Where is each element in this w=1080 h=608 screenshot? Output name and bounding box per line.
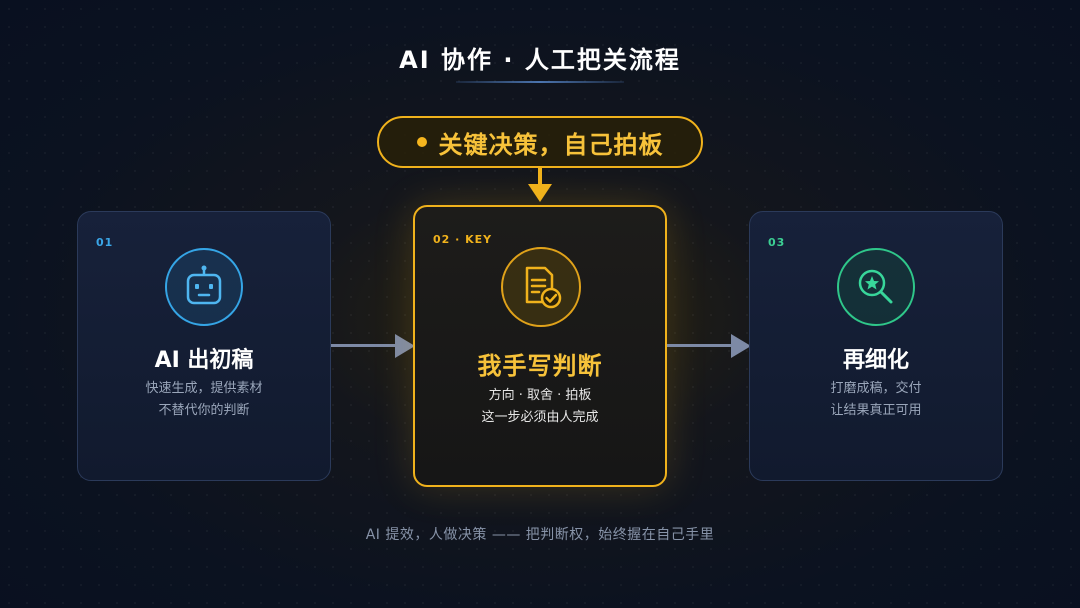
step-card-ai-draft: 01 AI 出初稿 快速生成，提供素材 不替代你的判断 [77,211,331,481]
step-title: AI 出初稿 [154,348,254,373]
step-description: 方向 · 取舍 · 拍板 这一步必须由人完成 [415,385,665,429]
flow-arrow-right-icon [667,334,751,358]
step-description-line: 不替代你的判断 [158,403,250,418]
step-description-line: 让结果真正可用 [830,403,922,418]
step-title: 我手写判断 [477,352,603,380]
step-description-line: 快速生成，提供素材 [145,381,263,396]
step-description: 快速生成，提供素材 不替代你的判断 [78,378,330,422]
document-check-icon [501,247,581,327]
step-number: 03 [768,236,786,249]
step-number: 01 [96,236,114,249]
pill-down-arrow-icon [528,184,552,202]
title-underline [456,81,624,83]
key-decision-label: 关键决策，自己拍板 [438,130,664,159]
step-description-line: 方向 · 取舍 · 拍板 [488,388,592,403]
step-description-line: 打磨成稿，交付 [830,381,922,396]
magnifier-star-icon [837,248,915,326]
step-description: 打磨成稿，交付 让结果真正可用 [750,378,1002,422]
page-title: AI 协作 · 人工把关流程 [399,46,681,74]
step-card-refine: 03 再细化 打磨成稿，交付 让结果真正可用 [749,211,1003,481]
step-description-line: 这一步必须由人完成 [481,410,599,425]
pill-connector-line [538,168,542,186]
footer-tagline: AI 提效，人做决策 —— 把判断权，始终握在自己手里 [365,527,715,543]
step-card-human-judgment: 02 · KEY 我手写判断 方向 · 取舍 · 拍板 这一步必须由人完成 [413,205,667,487]
robot-icon [165,248,243,326]
step-number: 02 · KEY [433,233,493,246]
key-decision-pill: 关键决策，自己拍板 [377,116,703,168]
pill-dot-icon [416,137,427,147]
step-title: 再细化 [842,348,909,373]
flow-arrow-right-icon [331,334,415,358]
